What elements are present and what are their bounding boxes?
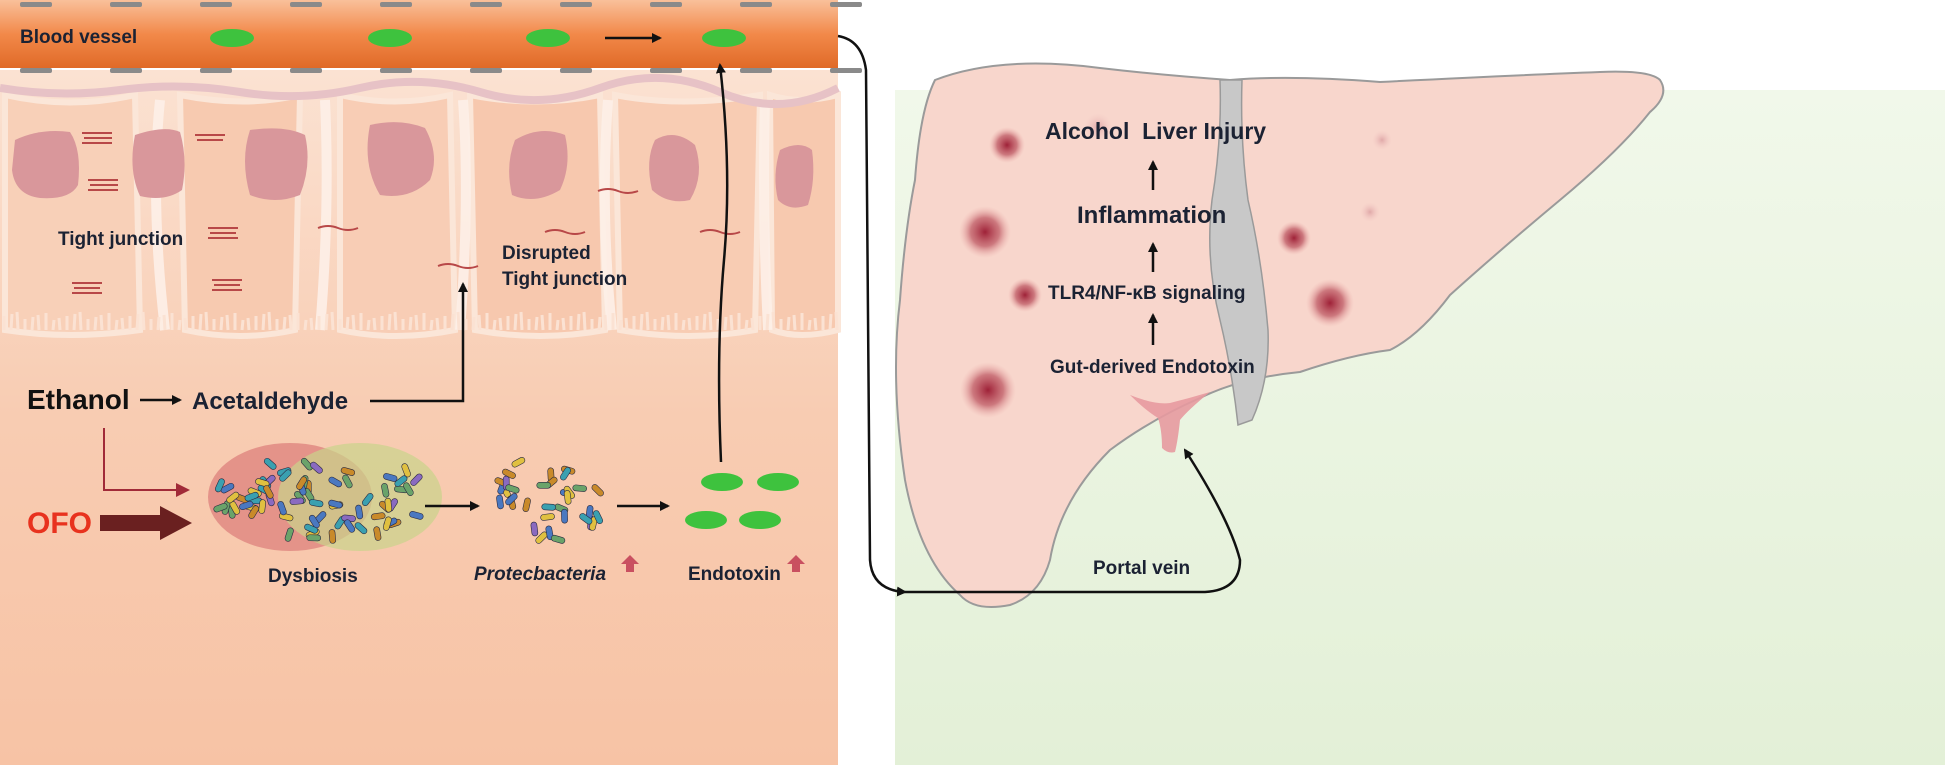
ofo-label: OFO [27,507,92,540]
tight-junction-label: Tight junction [58,229,183,250]
protecbacteria-label: Protecbacteria [474,564,606,585]
ofo-arrow [100,506,192,540]
tight-junctions [72,132,741,294]
dysbiosis-label: Dysbiosis [268,566,358,587]
liver-lesions [959,113,1392,418]
protecbacteria-up-arrow [621,555,639,572]
portal-vein-line [905,448,1242,594]
disrupted-label-line2: Tight junction [502,269,627,290]
vessel-wall-marks [20,2,862,73]
disrupted-label-line1: Disrupted [502,243,591,264]
tlr4-signaling-label: TLR4/NF-κB signaling [1048,283,1245,304]
nuclei [12,122,814,208]
alcohol-liver-injury-label: Alcohol Liver Injury [1045,118,1266,144]
liver-shape [895,62,1665,608]
ethanol-to-dysbiosis-arrow [103,428,190,497]
gut-endotoxins [685,473,799,529]
acetaldehyde-label: Acetaldehyde [192,388,348,415]
vessel-to-portal-arrow [837,34,907,597]
endotoxin-up-arrow [787,555,805,572]
microvilli [2,311,839,331]
dysbiosis-bacteria [213,457,424,544]
gut-derived-endotoxin-label: Gut-derived Endotoxin [1050,357,1255,378]
vessel-endotoxins [210,29,746,47]
falciform-ligament [1209,79,1269,427]
protecbacteria-cluster [494,457,604,544]
brush-border [0,73,840,108]
epithelial-cells [2,90,841,339]
portal-vein-branch [1130,392,1210,453]
inflammation-label: Inflammation [1077,202,1226,229]
acetaldehyde-to-junction-arrow [370,282,468,403]
blood-vessel-label: Blood vessel [20,27,137,48]
ethanol-label: Ethanol [27,384,130,415]
portal-vein-label: Portal vein [1093,558,1190,579]
endotoxin-label: Endotoxin [688,564,781,585]
blood-vessel-band [0,0,838,68]
endotoxin-translocation-arrow [715,63,729,463]
